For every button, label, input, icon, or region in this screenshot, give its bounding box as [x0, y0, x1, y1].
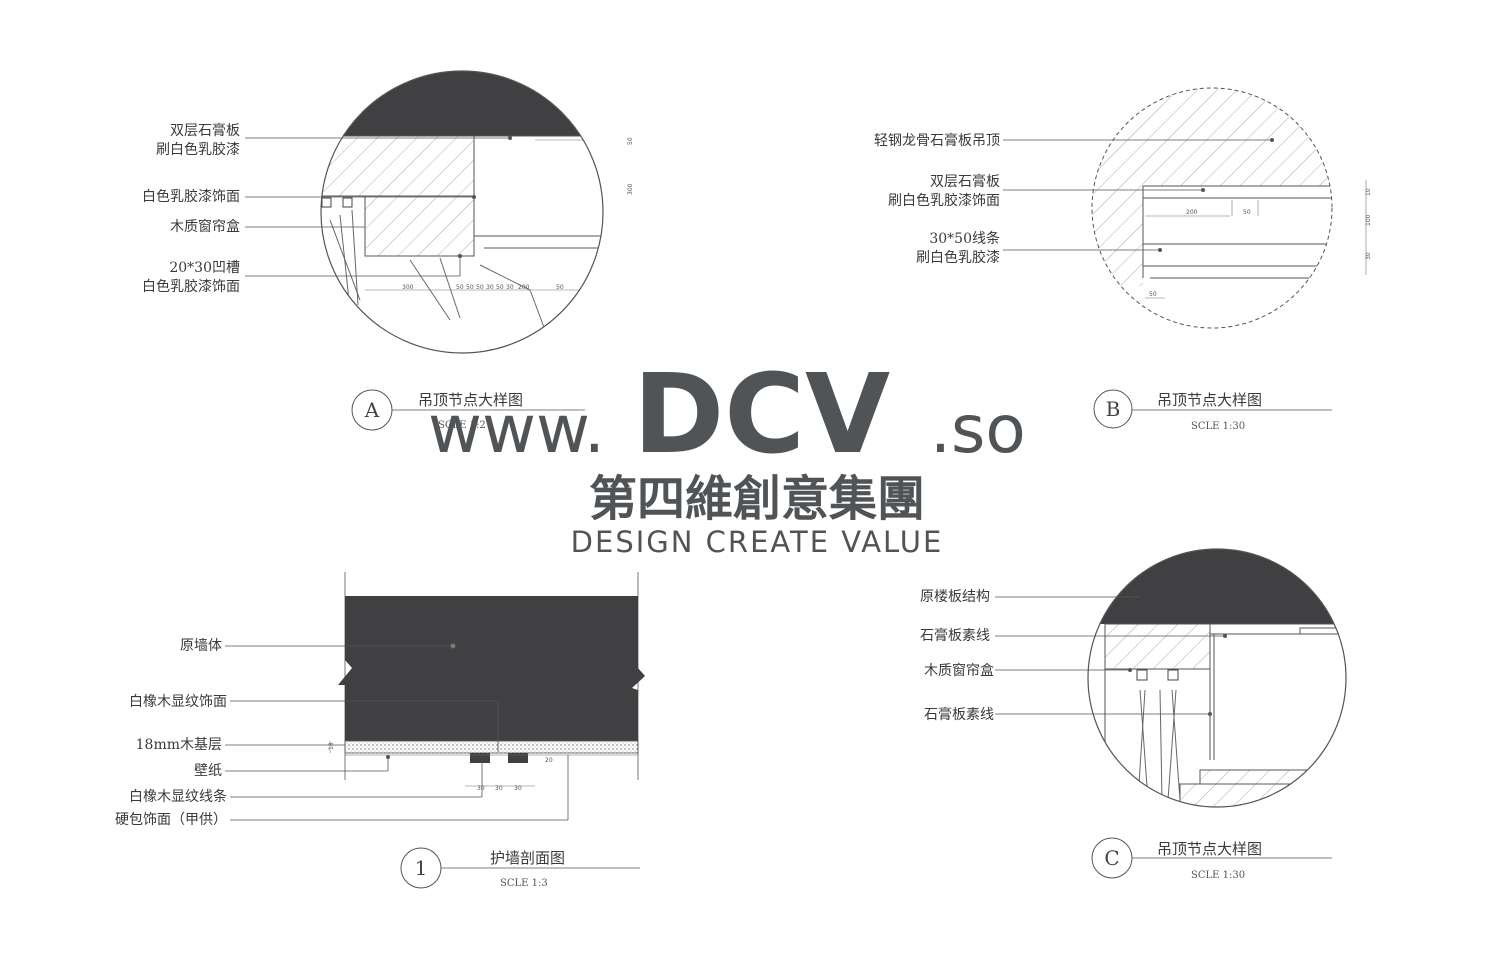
dim-text: 30: [506, 284, 514, 291]
leader-lines: [245, 137, 510, 277]
watermark-www: www.: [428, 391, 605, 468]
dim-text: 200: [1186, 209, 1198, 216]
label-gypsum-line-2: 石膏板素线: [924, 706, 994, 723]
label-wood-base: 18mm木基层: [136, 736, 222, 753]
detail-scale: SCLE 1:30: [1191, 870, 1245, 881]
label-double-gypsum: 双层石膏板: [930, 173, 1000, 190]
label-steel-keel-ceiling: 轻钢龙骨石膏板吊顶: [874, 132, 1000, 149]
badge-letter: C: [1104, 846, 1119, 870]
badge-letter: 1: [415, 856, 428, 880]
label-white-paint: 刷白色乳胶漆: [916, 249, 1000, 266]
detail-circle: [320, 70, 604, 354]
dim-text: 300: [402, 284, 414, 291]
dim-text: 50: [456, 284, 464, 291]
label-paint-finish: 刷白色乳胶漆饰面: [888, 192, 1000, 209]
watermark-logo: www. DCV .so 第四維創意集團 DESIGN CREATE VALUE: [428, 350, 1026, 559]
watermark-tld: .so: [930, 391, 1026, 468]
detail-badge: [1093, 389, 1133, 429]
floor-slab: [1088, 549, 1346, 624]
dim-text: 18: [328, 742, 335, 750]
label-white-paint: 刷白色乳胶漆: [156, 141, 240, 158]
detail-scale: SCLE 1:3: [500, 878, 548, 889]
detail-circle: [1087, 548, 1347, 808]
dim-text: 300: [627, 183, 634, 195]
watermark-brand: DCV: [633, 350, 890, 478]
dim-text: 200: [518, 284, 530, 291]
dim-text: 30: [1365, 252, 1372, 260]
badge-letter: B: [1106, 397, 1121, 421]
badge-letter: A: [364, 398, 380, 422]
detail-title: 护墙剖面图: [490, 849, 565, 867]
label-groove: 20*30凹槽: [169, 260, 240, 276]
gypsum-board: [321, 135, 475, 197]
label-curtain-box: 木质窗帘盒: [924, 662, 994, 679]
dim-text: 50: [1243, 209, 1251, 216]
dim-text: 30: [495, 785, 503, 792]
dim-text: 100: [1365, 214, 1372, 226]
original-wall: [338, 596, 645, 741]
dim-text: 10: [1365, 188, 1372, 196]
dim-text: 20: [545, 757, 553, 764]
dim-text: 50: [496, 284, 504, 291]
detail-title: 吊顶节点大样图: [1157, 840, 1262, 858]
detail-1: 30 30 30 18 20 原墙体 白橡木显纹饰面 18mm木基层 壁纸 白橡…: [115, 572, 645, 889]
detail-a: 300 50 50 50 300 50 30 50 30 200 50 双层石膏…: [142, 70, 634, 431]
detail-scale: SCLE 1:2: [438, 420, 486, 431]
detail-circle: [1091, 87, 1333, 329]
dim-text: 30: [477, 785, 485, 792]
dim-text: 30: [486, 284, 494, 291]
label-wallpaper: 壁纸: [194, 763, 222, 779]
label-oak-strip: 白橡木显纹线条: [129, 788, 227, 805]
watermark-cn-name: 第四維創意集團: [589, 471, 925, 527]
wood-base-layer: [344, 740, 639, 754]
dim-text: 50: [1149, 291, 1157, 298]
watermark-slogan: DESIGN CREATE VALUE: [571, 525, 944, 559]
detail-c: 原楼板结构 石膏板素线 木质窗帘盒 石膏板素线 C 吊顶节点大样图 SCLE 1…: [920, 548, 1347, 881]
detail-title: 吊顶节点大样图: [1157, 391, 1262, 409]
leader-lines: [995, 596, 1225, 715]
label-strip: 30*50线条: [929, 230, 1000, 247]
label-double-gypsum: 双层石膏板: [170, 122, 240, 139]
label-gypsum-line: 石膏板素线: [920, 627, 990, 644]
dim-text: 50: [556, 284, 564, 291]
dim-text: 50: [466, 284, 474, 291]
leader-lines: [1003, 139, 1272, 251]
label-paint-finish-2: 白色乳胶漆饰面: [142, 278, 240, 295]
detail-b: 200 50 10 100 30 50 轻钢龙骨石膏板吊顶 双层石膏板 刷白色乳…: [874, 87, 1372, 432]
detail-scale: SCLE 1:30: [1191, 421, 1245, 432]
label-paint-finish: 白色乳胶漆饰面: [142, 188, 240, 205]
label-oak-veneer: 白橡木显纹饰面: [129, 694, 227, 710]
detail-title: 吊顶节点大样图: [418, 391, 523, 409]
dim-text: 50: [476, 284, 484, 291]
dim-text: 30: [514, 785, 522, 792]
label-original-wall: 原墙体: [180, 638, 222, 654]
dim-text: 50: [627, 137, 634, 145]
label-curtain-box: 木质窗帘盒: [170, 218, 240, 235]
curtain-box: [364, 195, 475, 257]
label-hard-pack: 硬包饰面（甲供）: [115, 812, 227, 828]
ceiling-hatch: [1092, 88, 1332, 186]
label-floor-structure: 原楼板结构: [920, 589, 990, 605]
leader-lines: [225, 645, 569, 821]
